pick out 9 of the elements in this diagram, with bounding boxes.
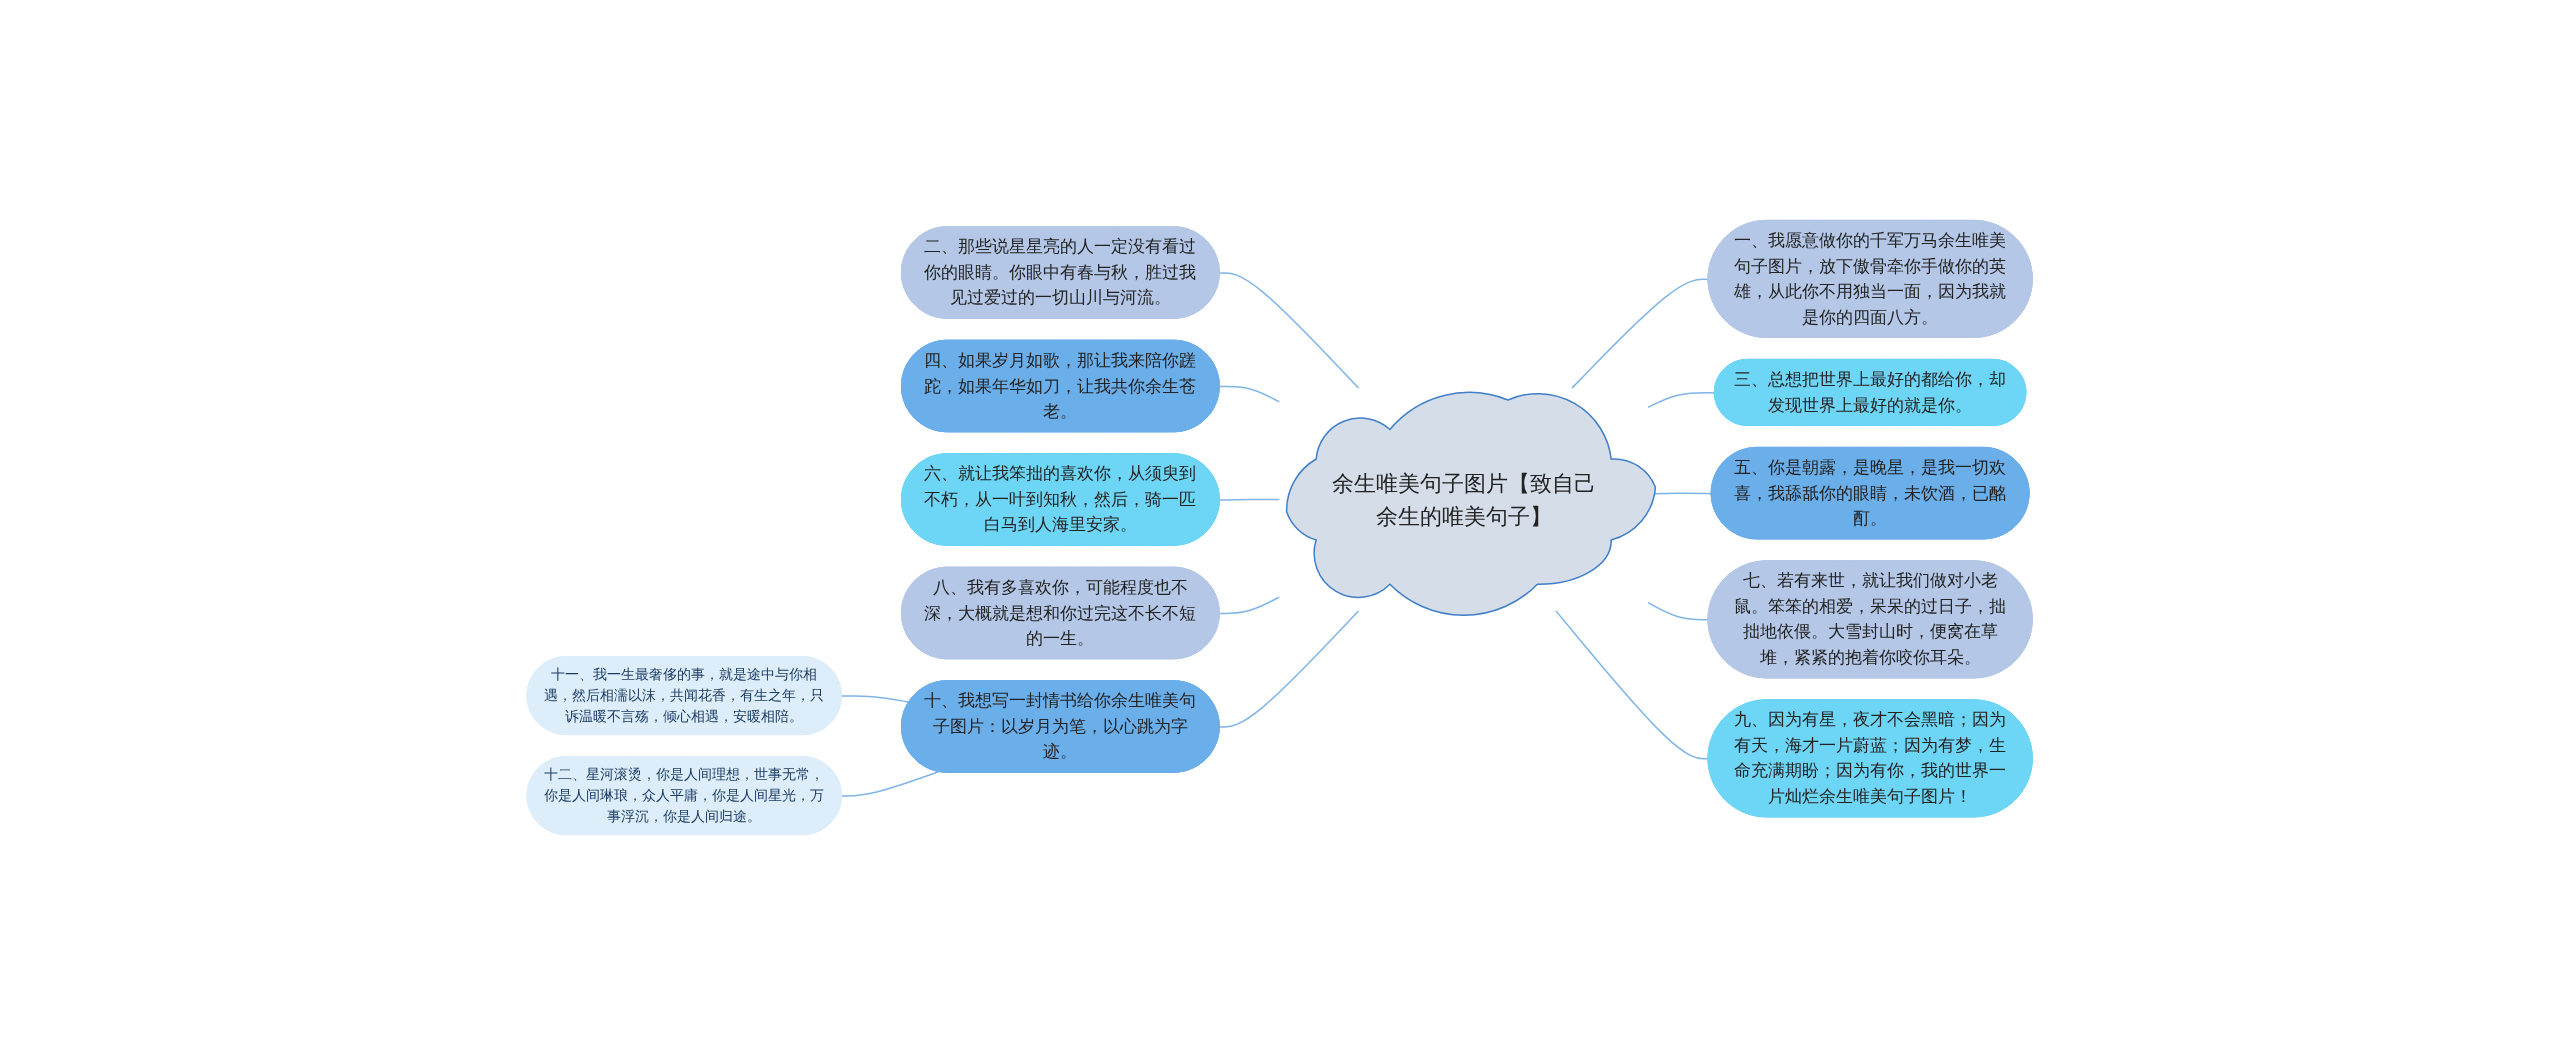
connector — [1647, 601, 1710, 621]
connector — [1571, 278, 1710, 389]
connector — [1219, 610, 1360, 728]
connector — [1219, 596, 1281, 615]
connector — [1219, 385, 1281, 403]
connector — [841, 771, 940, 797]
connector — [1219, 272, 1360, 389]
connector — [1219, 498, 1281, 501]
connector — [1555, 610, 1710, 760]
